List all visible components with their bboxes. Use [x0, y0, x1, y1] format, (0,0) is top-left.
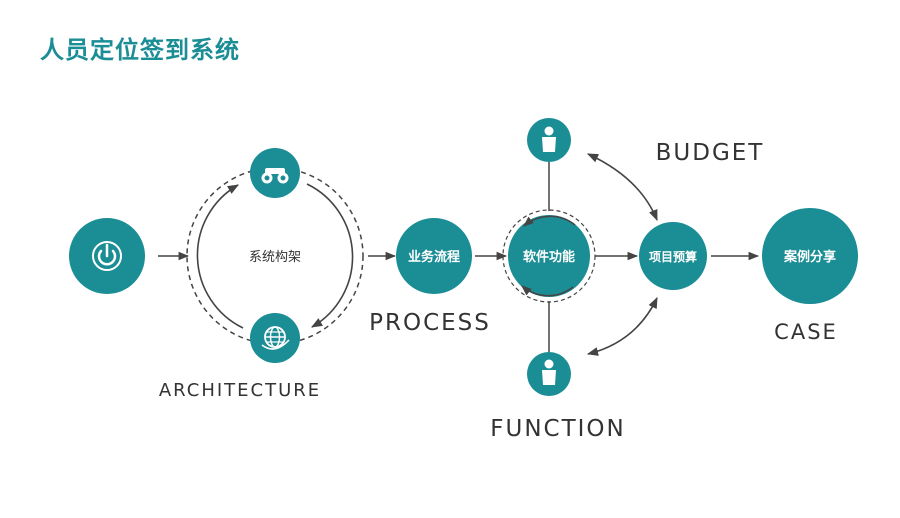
function-label: FUNCTION [490, 416, 625, 442]
architecture-arc-right [306, 183, 354, 328]
person-icon [542, 126, 556, 152]
power-node[interactable] [69, 218, 145, 294]
software-node-label: 软件功能 [523, 249, 575, 265]
person-icon [542, 359, 556, 385]
architecture-center-label: 系统构架 [249, 250, 301, 265]
architecture-label: ARCHITECTURE [159, 380, 321, 401]
software-node[interactable]: 软件功能 [502, 209, 596, 303]
globe-icon [261, 326, 290, 350]
case-node[interactable]: 案例分享 [762, 208, 858, 304]
budget-node[interactable]: 项目预算 [639, 222, 707, 290]
globe-node[interactable] [250, 313, 300, 363]
process-node[interactable]: 业务流程 [396, 218, 472, 294]
budget-node-label: 项目预算 [649, 249, 697, 264]
arrow-budget-bottom-curve [586, 296, 658, 356]
binoculars-node[interactable] [250, 148, 300, 198]
power-icon [92, 241, 122, 271]
person-top-node[interactable] [527, 118, 571, 162]
budget-label: BUDGET [656, 140, 765, 166]
page-title: 人员定位签到系统 [40, 36, 240, 64]
architecture-arc-left [196, 184, 244, 329]
binoculars-icon [261, 168, 289, 184]
person-bottom-node[interactable] [527, 352, 571, 396]
case-label: CASE [774, 320, 838, 344]
case-node-label: 案例分享 [783, 249, 836, 265]
arrow-budget-top-curve [586, 153, 658, 222]
process-node-label: 业务流程 [408, 249, 460, 265]
process-label: PROCESS [369, 310, 491, 336]
